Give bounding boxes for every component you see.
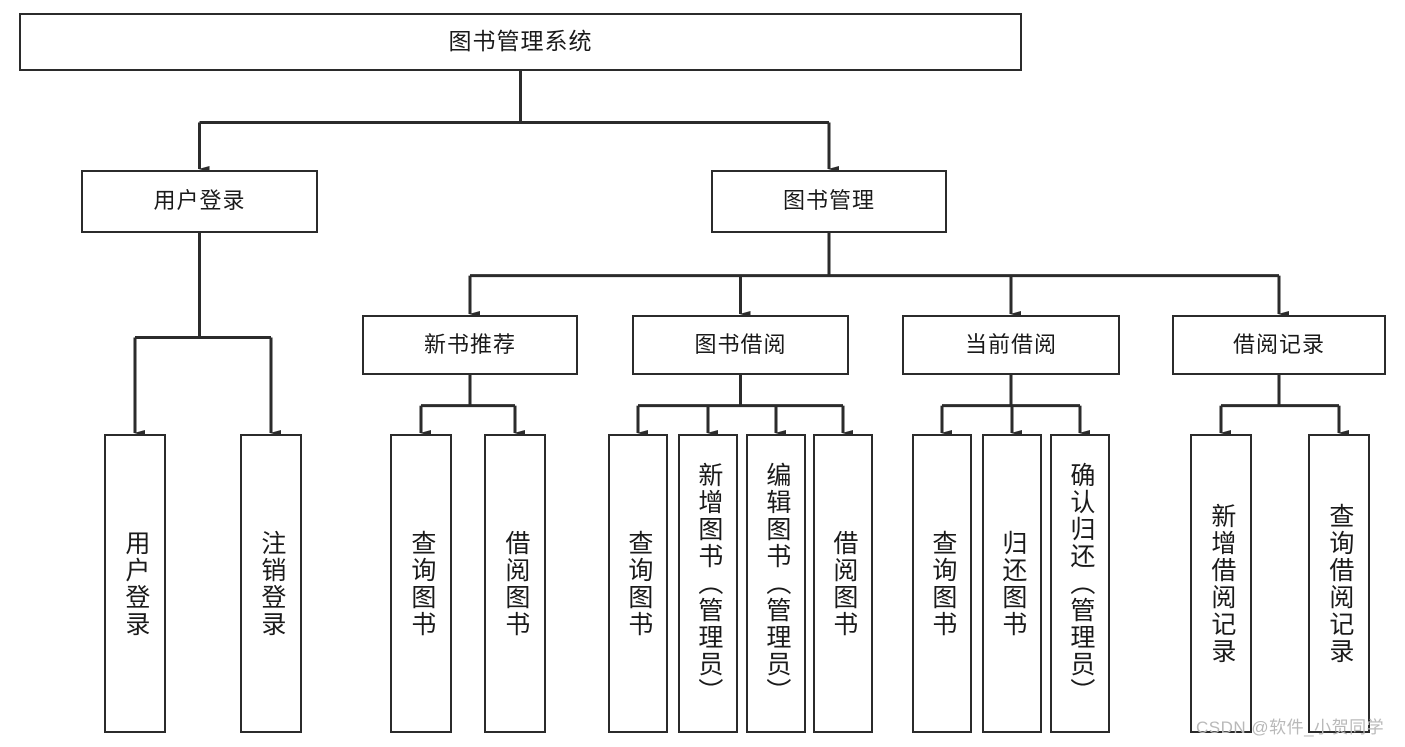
node-leaf-query-book-cb[interactable]: 查询图书 (912, 434, 972, 733)
csdn-watermark: CSDN @软件_小贺同学 (1196, 718, 1385, 737)
node-label: 借阅图书 (501, 529, 530, 638)
node-leaf-logout[interactable]: 注销登录 (240, 434, 302, 733)
node-label: 用户登录 (153, 188, 246, 214)
node-book-borrow[interactable]: 图书借阅 (632, 315, 849, 375)
node-leaf-borrow-book-bb[interactable]: 借阅图书 (813, 434, 873, 733)
node-label: 编辑图书（管理员） (762, 462, 791, 705)
node-leaf-query-book-rec[interactable]: 查询图书 (390, 434, 452, 733)
node-leaf-edit-book[interactable]: 编辑图书（管理员） (746, 434, 806, 733)
node-label: 用户登录 (121, 529, 150, 638)
node-current-borrow[interactable]: 当前借阅 (902, 315, 1120, 375)
node-root[interactable]: 图书管理系统 (19, 13, 1022, 71)
node-label: 新增借阅记录 (1207, 502, 1236, 665)
node-label: 查询图书 (407, 529, 436, 638)
node-leaf-return-book[interactable]: 归还图书 (982, 434, 1042, 733)
node-label: 新书推荐 (423, 331, 516, 357)
node-label: 图书管理系统 (448, 28, 593, 55)
node-label: 归还图书 (998, 529, 1027, 638)
node-label: 注销登录 (257, 529, 286, 638)
node-book-manage[interactable]: 图书管理 (711, 170, 947, 233)
node-label: 图书管理 (782, 188, 875, 214)
node-leaf-confirm-return[interactable]: 确认归还（管理员） (1050, 434, 1110, 733)
node-label: 查询图书 (928, 529, 957, 638)
node-label: 借阅图书 (829, 529, 858, 638)
node-leaf-add-record[interactable]: 新增借阅记录 (1190, 434, 1252, 733)
node-leaf-borrow-book-rec[interactable]: 借阅图书 (484, 434, 546, 733)
node-label: 图书借阅 (694, 331, 787, 357)
node-leaf-add-book[interactable]: 新增图书（管理员） (678, 434, 738, 733)
node-label: 当前借阅 (964, 331, 1057, 357)
node-label: 查询图书 (624, 529, 653, 638)
node-label: 查询借阅记录 (1325, 502, 1354, 665)
node-borrow-record[interactable]: 借阅记录 (1172, 315, 1386, 375)
node-new-book-rec[interactable]: 新书推荐 (362, 315, 578, 375)
node-leaf-query-book-bb[interactable]: 查询图书 (608, 434, 668, 733)
node-label: 确认归还（管理员） (1066, 462, 1095, 705)
node-label: 借阅记录 (1232, 331, 1325, 357)
node-user-login[interactable]: 用户登录 (81, 170, 318, 233)
node-leaf-user-login[interactable]: 用户登录 (104, 434, 166, 733)
node-label: 新增图书（管理员） (694, 462, 723, 705)
node-leaf-query-record[interactable]: 查询借阅记录 (1308, 434, 1370, 733)
